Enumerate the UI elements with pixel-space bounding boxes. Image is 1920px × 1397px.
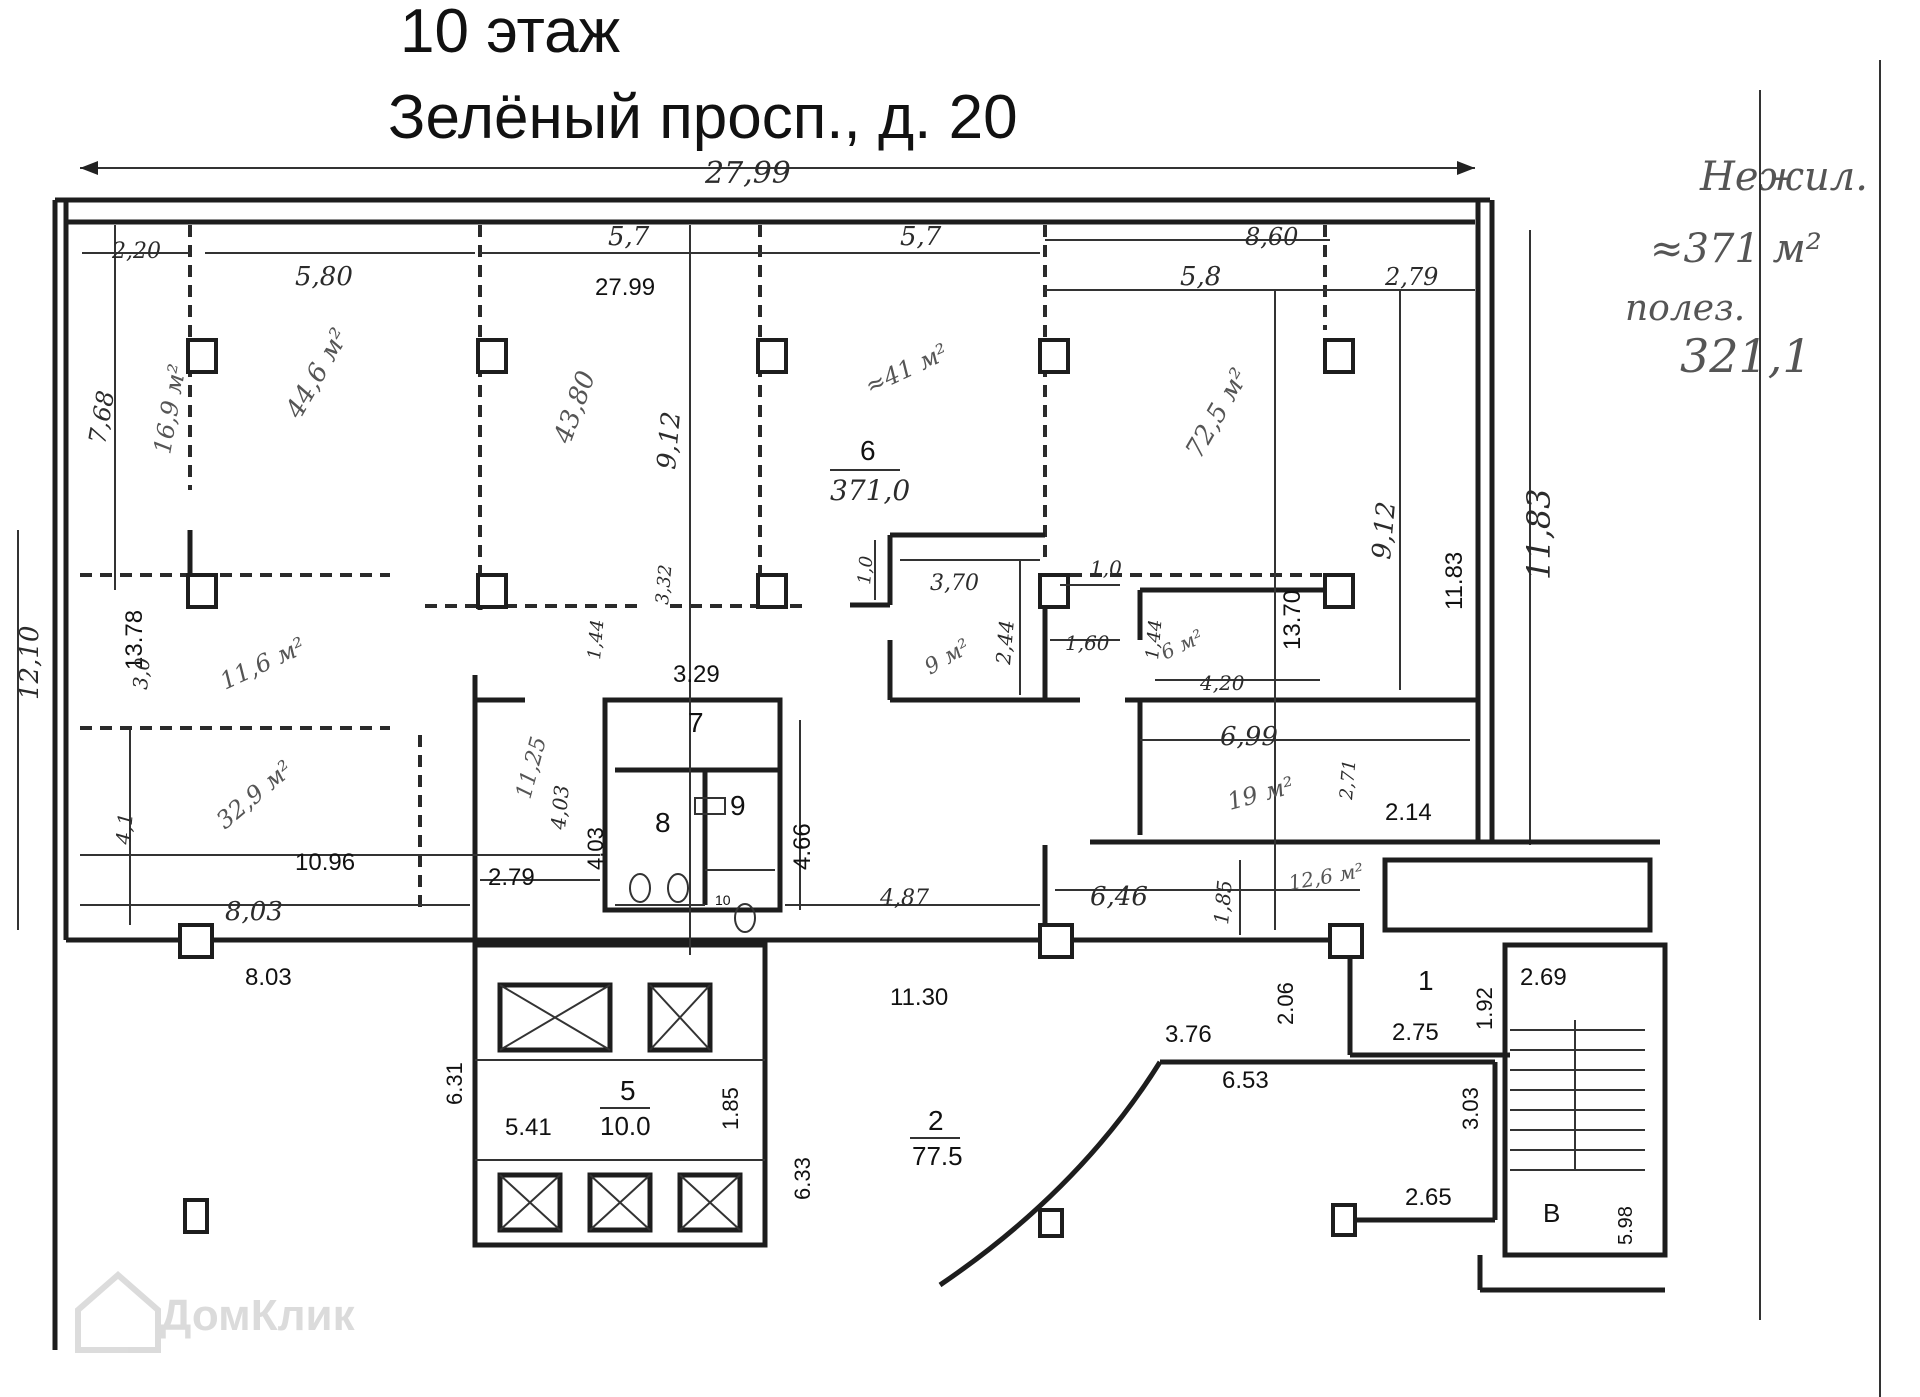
top-overall-width-hand: 27,99 [704, 156, 791, 191]
top-dim-arrow-right [1457, 161, 1475, 175]
dim-hand-6: 5,8 [1180, 262, 1221, 292]
margin-note-total-label: Нежил. [1699, 154, 1868, 200]
room-5-number: 5 [620, 1075, 636, 1106]
dim-hand-5: 8,60 [1245, 223, 1298, 251]
dim-print-4: 4.03 [583, 827, 608, 870]
dim-print-17: 5.41 [505, 1114, 552, 1141]
area-note-9: 9 м² [921, 635, 975, 681]
dim-hand-4: 5,7 [900, 222, 942, 252]
domclick-watermark: ДомКлик [75, 1271, 356, 1353]
dim-print-6: 13.70 [1279, 590, 1306, 650]
outer-walls [52, 197, 1660, 1350]
dim-hand-3: 5,7 [608, 222, 650, 252]
watermark-text: ДомКлик [160, 1291, 356, 1340]
dim-print-18: 1.85 [718, 1087, 743, 1130]
area-note-4: ≈41 м² [861, 338, 952, 400]
dim-print-10: 2.06 [1273, 982, 1298, 1025]
dim-hand-15: 1,60 [1065, 631, 1110, 655]
dim-print-13: 2.69 [1520, 964, 1567, 991]
dim-hand-28: 3,32 [652, 564, 676, 606]
area-note-5: 72,5 м² [1180, 364, 1255, 464]
margin-note-net-label: полез. [1625, 288, 1745, 329]
dim-hand-11: 1,0 [854, 555, 877, 585]
dim-hand-18: 1,44 [584, 619, 608, 661]
room-7-number: 7 [688, 707, 704, 738]
domclick-logo-icon [75, 1271, 161, 1353]
dim-print-8: 8.03 [245, 964, 292, 991]
margin-note-net-area: 321,1 [1680, 329, 1812, 383]
address-title: Зелёный просп., д. 20 [388, 83, 1018, 152]
room-10-number: 10 [715, 892, 731, 908]
dim-hand-7: 2,79 [1384, 263, 1438, 291]
dim-print-20: 3.03 [1458, 1087, 1483, 1130]
stair-treads [1510, 1020, 1645, 1171]
area-note-8: 11,25 [512, 734, 552, 801]
dim-print-21: 2.65 [1405, 1184, 1452, 1211]
toilet-fixtures [629, 797, 756, 933]
room-1-number: 1 [1418, 965, 1434, 996]
dim-hand-23: 4,87 [879, 886, 929, 911]
margin-note-total-area: ≈371 м² [1650, 226, 1822, 272]
dim-print-19: 6.33 [790, 1157, 815, 1200]
structural-columns [178, 338, 1364, 1238]
dim-hand-13: 2,44 [991, 619, 1019, 666]
dim-hand-20: 4,1 [111, 812, 138, 847]
dim-print-3: 2.79 [488, 864, 535, 891]
room-8-number: 8 [655, 807, 671, 838]
room-9-number: 9 [730, 790, 746, 821]
room-6-area: 371,0 [830, 474, 910, 507]
dim-print-7: 2.14 [1385, 799, 1432, 826]
dim-hand-24: 6,46 [1090, 882, 1148, 912]
room-v-letter: В [1543, 1198, 1560, 1228]
dim-print-9: 11.30 [890, 984, 948, 1011]
area-note-6: 11,6 м² [216, 632, 310, 696]
dim-hand-25: 1,85 [1209, 879, 1237, 925]
dim-hand-16: 1,44 [1142, 619, 1166, 661]
floor-label: 10 этаж [400, 0, 621, 66]
room-2-number: 2 [928, 1105, 944, 1136]
area-note-2: 44,6 м² [280, 324, 356, 425]
dim-hand-21: 8,03 [225, 897, 283, 927]
interior-dimension-lines [80, 225, 1475, 955]
left-offset-print: 13.78 [121, 610, 148, 670]
top-overall-width-print: 27.99 [595, 274, 655, 301]
dim-hand-14: 1,0 [1090, 556, 1122, 580]
dim-hand-22: 4,03 [546, 784, 574, 831]
dim-print-2: 10.96 [295, 849, 355, 876]
dim-hand-26: 6,99 [1220, 722, 1278, 752]
area-note-3: 43,80 [548, 367, 602, 448]
dim-print-15: 6.53 [1222, 1067, 1269, 1094]
dim-print-14: 3.76 [1165, 1021, 1212, 1048]
interior-partitions [80, 225, 1668, 1293]
dim-hand-27: 2,71 [1336, 759, 1361, 802]
right-overall-height-print: 11.83 [1441, 552, 1468, 610]
dim-print-22: 5.98 [1615, 1206, 1637, 1245]
dim-hand-1: 2,20 [111, 239, 161, 264]
dim-hand-9: 9,12 [652, 410, 687, 470]
right-overall-height-hand: 11,83 [1520, 488, 1558, 580]
room-2-area: 77.5 [912, 1141, 963, 1171]
room-5-area: 10.0 [600, 1111, 651, 1141]
dim-print-5: 4.66 [789, 823, 816, 870]
dim-print-11: 1.92 [1472, 987, 1497, 1030]
dim-print-12: 2.75 [1392, 1019, 1439, 1046]
left-overall-height-hand: 12,10 [15, 626, 45, 700]
dim-hand-12: 3,70 [930, 571, 979, 596]
dim-hand-2: 5,80 [295, 262, 353, 292]
top-dim-arrow-left [80, 161, 98, 175]
dim-print-16: 6.31 [442, 1062, 467, 1105]
area-note-11: 19 м² [1224, 771, 1297, 816]
dim-hand-10: 9,12 [1367, 500, 1402, 560]
dim-hand-19: 3,0 [128, 656, 155, 690]
dim-hand-17: 4,20 [1199, 671, 1245, 695]
dim-print-1: 3.29 [673, 661, 720, 688]
room-6-number: 6 [860, 435, 876, 466]
elevator-shafts [497, 982, 743, 1233]
area-note-7: 32,9 м² [211, 755, 298, 835]
area-note-1: 16,9 м² [148, 362, 191, 456]
